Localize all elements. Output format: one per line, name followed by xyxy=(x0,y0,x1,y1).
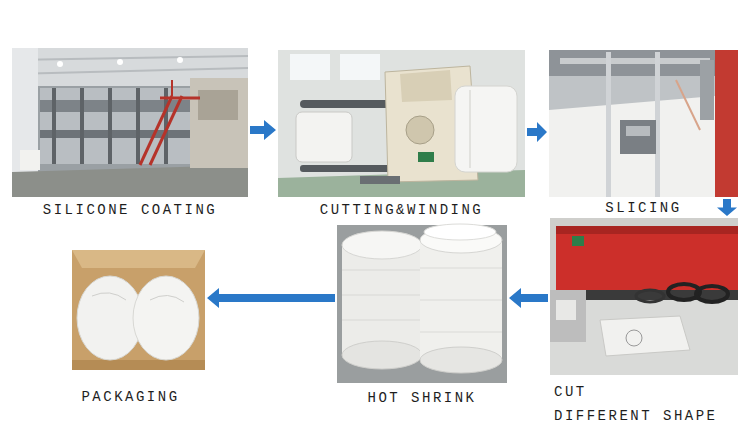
packaging-box-photo-part xyxy=(72,360,205,370)
hot-shrink-stack-photo-part xyxy=(342,231,422,259)
packaging-box-photo xyxy=(72,250,205,370)
die-cutting-press-photo-part xyxy=(556,300,576,320)
winding-machine-photo-part xyxy=(418,152,434,162)
hot-shrink-stack-photo xyxy=(337,224,507,383)
hot-shrink-stack-photo-part xyxy=(342,245,422,355)
coating-line-photo-part xyxy=(12,56,248,60)
hot-shrink-stack-photo-part xyxy=(420,268,502,269)
coating-line-photo-part xyxy=(198,90,238,120)
die-cutting-press-photo-part xyxy=(636,290,664,302)
die-cutting-press-photo-part xyxy=(556,226,738,234)
process-step: PACKAGING xyxy=(72,250,205,370)
step-caption: CUT DIFFERENT SHAPE xyxy=(554,380,730,428)
slicing-machine-photo-part xyxy=(620,120,656,154)
coating-line-photo-part xyxy=(52,88,56,164)
slicing-machine-photo-part xyxy=(560,58,710,64)
winding-machine-photo-part xyxy=(340,54,380,80)
packaging-box-photo-part xyxy=(72,250,205,370)
slicing-machine-photo xyxy=(549,50,738,197)
process-step: CUTTING&WINDING xyxy=(278,50,525,197)
hot-shrink-stack-photo-part xyxy=(420,347,502,373)
winding-machine-photo-part xyxy=(300,100,390,108)
hot-shrink-stack-photo-part xyxy=(424,224,496,240)
die-cutting-press-photo-part xyxy=(550,218,738,375)
step-caption: PACKAGING xyxy=(81,389,179,405)
die-cutting-press-photo-part xyxy=(572,236,584,246)
die-cutting-press-photo-part xyxy=(600,316,690,356)
packaging-box-photo-part xyxy=(133,276,199,360)
step-caption: HOT SHRINK xyxy=(367,390,476,406)
arrow-shape xyxy=(509,288,548,308)
step-caption: SILICONE COATING xyxy=(43,202,217,218)
slicing-machine-photo-part xyxy=(676,80,700,130)
coating-line-photo-part xyxy=(117,59,123,65)
flow-arrow xyxy=(207,288,335,308)
die-cutting-press-photo-part xyxy=(550,290,586,342)
coating-line-photo-part xyxy=(20,150,40,170)
process-step: SLICING xyxy=(549,50,738,197)
coating-line-photo-part xyxy=(150,96,182,165)
die-cutting-press-photo xyxy=(550,218,738,375)
coating-line-photo-part xyxy=(12,165,248,197)
hot-shrink-stack-photo-part xyxy=(420,332,502,333)
flow-arrow xyxy=(250,120,276,140)
coating-line-photo-part xyxy=(190,78,248,168)
winding-machine-photo-part xyxy=(278,50,525,197)
hot-shrink-stack-photo-part xyxy=(420,240,502,360)
winding-machine-photo-part xyxy=(360,176,400,184)
winding-machine-photo-part xyxy=(400,70,452,102)
coating-line-photo-part xyxy=(171,80,173,96)
coating-line-photo-part xyxy=(12,48,248,197)
coating-line-photo-part xyxy=(80,88,84,164)
process-step: HOT SHRINK xyxy=(337,225,507,383)
coating-line-photo-part xyxy=(12,68,248,74)
slicing-machine-photo-part xyxy=(549,50,738,197)
packaging-box-photo-part xyxy=(72,250,205,268)
coating-line-photo-part xyxy=(177,57,183,63)
die-cutting-press-photo-part xyxy=(696,286,728,302)
hot-shrink-stack-photo-part xyxy=(342,270,422,271)
winding-machine-photo-part xyxy=(469,90,471,168)
flow-arrow xyxy=(509,288,548,308)
hot-shrink-stack-photo-part xyxy=(337,225,507,383)
arrow-shape xyxy=(527,122,547,142)
coating-line-photo-part xyxy=(136,88,140,164)
coating-line-photo-part xyxy=(160,97,200,100)
die-cutting-press-photo-part xyxy=(626,330,642,346)
hot-shrink-stack-photo-part xyxy=(342,295,422,296)
flow-arrow xyxy=(717,199,737,216)
winding-machine-photo-part xyxy=(406,116,434,144)
winding-machine-photo-part xyxy=(455,86,517,172)
winding-machine-photo-part xyxy=(296,112,352,162)
hot-shrink-stack-photo-part xyxy=(420,300,502,301)
step-caption: SLICING xyxy=(605,200,681,216)
winding-machine-photo xyxy=(278,50,525,197)
arrow-shape xyxy=(250,120,276,140)
slicing-machine-photo-part xyxy=(700,60,714,120)
arrow-shape xyxy=(717,199,737,216)
hot-shrink-stack-photo-part xyxy=(342,341,422,369)
process-step: SILICONE COATING xyxy=(12,48,248,197)
slicing-machine-photo-part xyxy=(606,52,611,197)
process-step: CUT DIFFERENT SHAPE xyxy=(550,218,738,375)
step-caption: CUTTING&WINDING xyxy=(320,202,484,218)
slicing-machine-photo-part xyxy=(715,50,738,197)
coating-line-photo-part xyxy=(57,61,63,67)
flow-arrow xyxy=(527,122,547,142)
packaging-box-photo-part xyxy=(150,295,184,302)
hot-shrink-stack-photo-part xyxy=(342,320,422,321)
packaging-box-photo-part xyxy=(92,293,126,300)
coating-line-photo xyxy=(12,48,248,197)
coating-line-photo-part xyxy=(108,88,112,164)
slicing-machine-photo-part xyxy=(626,126,650,136)
line-spacer xyxy=(604,380,730,381)
arrow-shape xyxy=(207,288,335,308)
winding-machine-photo-part xyxy=(290,54,330,80)
winding-machine-photo-part xyxy=(300,165,390,172)
